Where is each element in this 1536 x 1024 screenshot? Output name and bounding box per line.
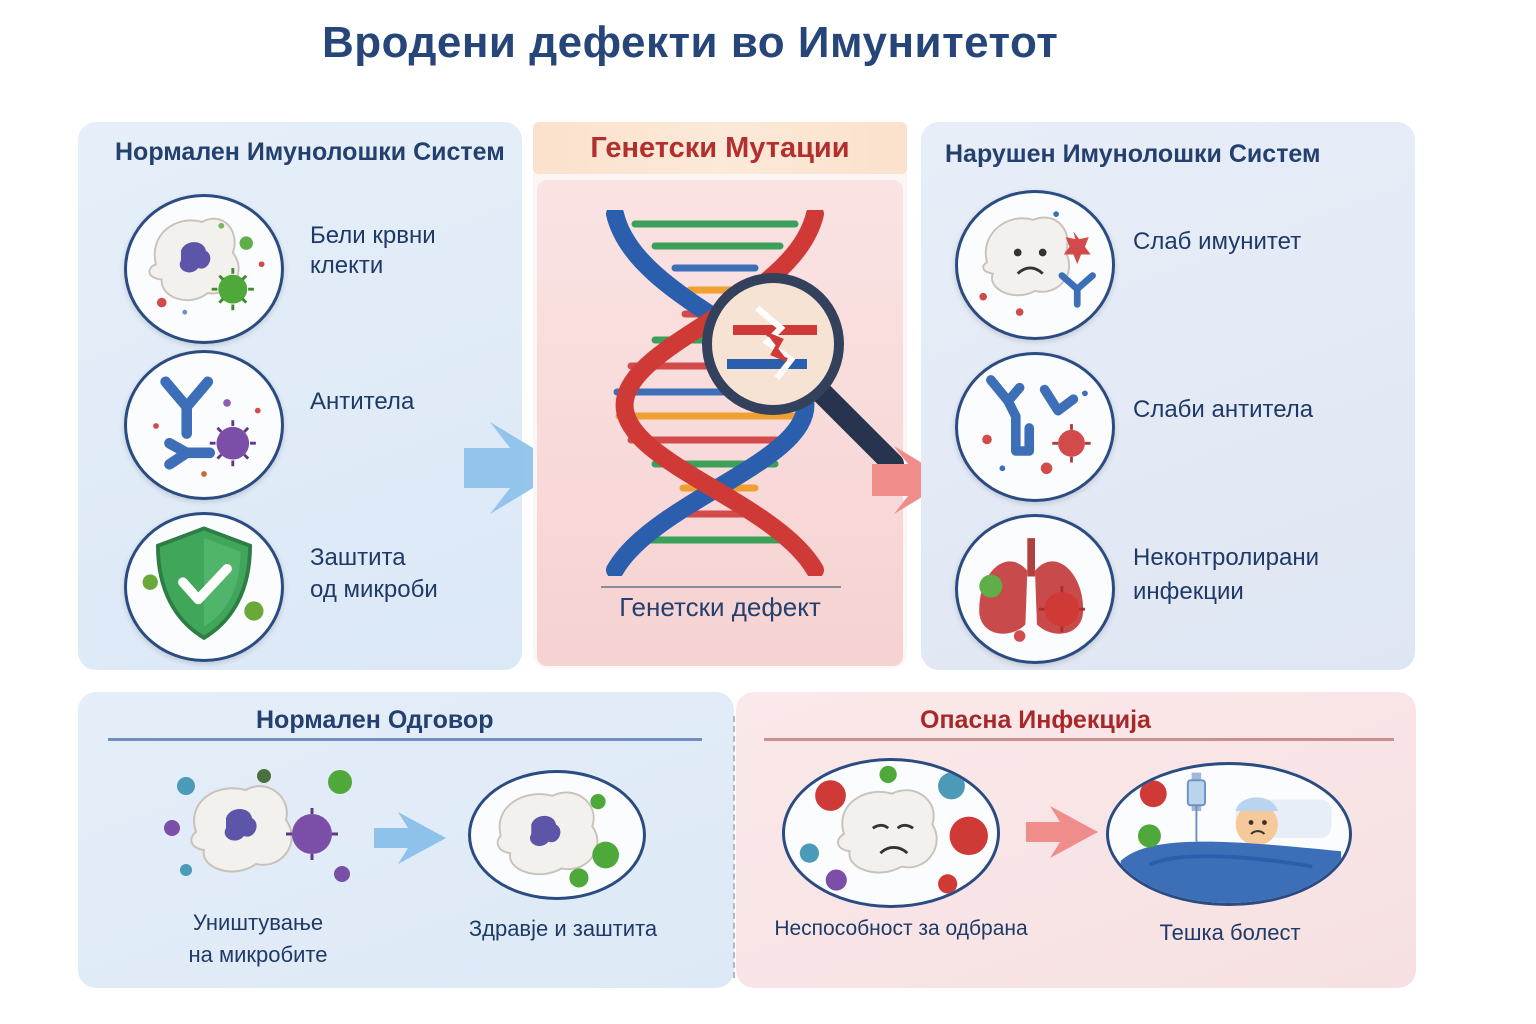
white-blood-cell-icon (496, 791, 619, 888)
arrow-right-icon (374, 812, 446, 864)
virus-icon (1052, 424, 1091, 463)
response-step1-line2: на микробите (188, 942, 328, 967)
genetic-divider (601, 586, 841, 588)
virus-icon (979, 574, 1085, 633)
virus-icon (799, 765, 988, 894)
page-title: Вродени дефекти во Имунитетот (322, 18, 1059, 67)
severe-illness-oval (1106, 762, 1352, 906)
sad-cell-icon (799, 765, 988, 894)
sad-cell-icon (979, 211, 1096, 316)
arrow-right-icon (1026, 806, 1098, 858)
virus-icon (209, 420, 256, 467)
arrow-right-icon (872, 446, 950, 514)
healthy-cell-oval (468, 770, 646, 900)
normal-system-panel: Нормален Имунолошки Систем Бели крвни кл… (78, 122, 522, 670)
bottom-divider (733, 716, 735, 978)
virus-icon (211, 268, 254, 311)
lungs-icon (979, 538, 1085, 642)
normal-response-title: Нормален Одговор (256, 706, 494, 734)
weak-immunity-label: Слаб имунитет (1133, 228, 1302, 255)
genetic-mutations-panel: Генетски Мутации (533, 122, 907, 668)
patient-bed-icon (1120, 772, 1342, 903)
dangerous-infection-panel: Опасна Инфекција Неспособност за одбрана (736, 692, 1416, 988)
antibody-icon (982, 375, 1091, 475)
infection-label-line2: инфекции (1133, 578, 1244, 605)
magnifier-icon (702, 273, 904, 475)
dangerous-infection-divider (764, 738, 1394, 741)
normal-system-title: Нормален Имунолошки Систем (115, 138, 505, 166)
white-blood-cell-icon (148, 217, 265, 315)
impaired-system-panel: Нарушен Имунолошки Систем Слаб имунитет (921, 122, 1415, 670)
protection-label-line2: од микроби (310, 576, 438, 603)
arrow-right-icon (464, 422, 566, 514)
white-blood-cell-circle (124, 194, 284, 344)
protection-label-line1: Заштита (310, 544, 406, 571)
defenseless-oval (782, 758, 1000, 908)
wbc-label-line2: клекти (310, 252, 384, 279)
virus-icon (569, 793, 619, 888)
impaired-system-title: Нарушен Имунолошки Систем (945, 140, 1321, 168)
normal-response-panel: Нормален Одговор Уништување на микробите (78, 692, 734, 988)
weak-immunity-circle (955, 190, 1115, 340)
antibody-label: Антитела (310, 388, 415, 415)
genetic-caption: Генетски дефект (619, 592, 821, 622)
danger-step1: Неспособност за одбрана (774, 917, 1028, 940)
white-blood-cell-icon (164, 769, 352, 882)
danger-step2: Тешка болест (1159, 920, 1301, 945)
infection-label-line1: Неконтролирани (1133, 544, 1319, 571)
protection-circle (124, 512, 284, 662)
response-step1-line1: Уништување (192, 910, 324, 935)
antibody-icon (153, 376, 261, 477)
antibody-circle (124, 350, 284, 500)
shield-check-icon (142, 526, 264, 641)
response-step2: Здравје и заштита (468, 916, 658, 941)
dangerous-infection-title: Опасна Инфекција (920, 706, 1151, 734)
weak-antibody-label: Слаби антитела (1133, 396, 1314, 423)
normal-response-divider (108, 738, 702, 741)
virus-icon (1137, 780, 1167, 848)
virus-icon (164, 769, 352, 882)
genetic-mutations-title: Генетски Мутации (533, 122, 907, 174)
genetic-body: Генетски дефект (537, 180, 904, 666)
wbc-label-line1: Бели крвни (310, 222, 436, 249)
weak-antibody-circle (955, 352, 1115, 502)
infection-circle (955, 514, 1115, 664)
